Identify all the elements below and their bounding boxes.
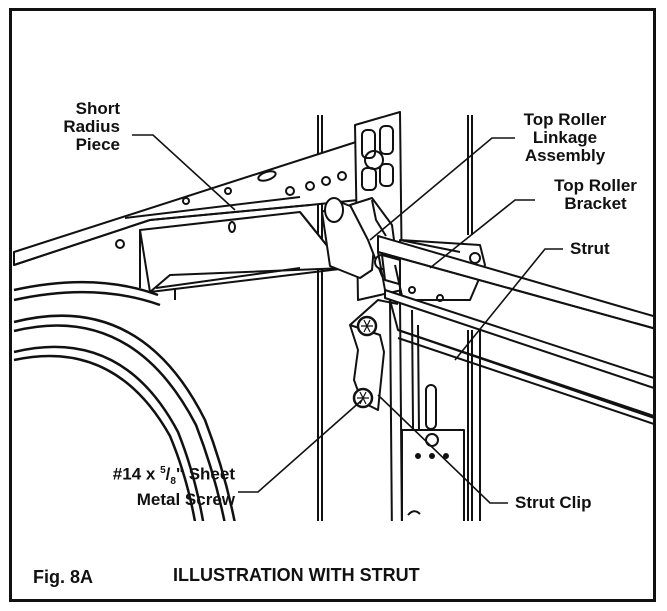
label-short-radius-piece-line1: Short	[75, 99, 120, 118]
label-short-radius-piece: Short Radius Piece	[40, 100, 120, 154]
leader-linkage	[369, 137, 515, 241]
figure-number: Fig. 8A	[33, 567, 94, 587]
label-strut: Strut	[570, 239, 610, 258]
label-screw-line2: Metal Screw	[136, 490, 235, 510]
strut	[377, 235, 653, 425]
label-strut-clip: Strut Clip	[515, 493, 592, 512]
leader-short-radius	[132, 134, 236, 211]
curved-track	[13, 280, 236, 521]
leader-bracket	[429, 199, 535, 269]
leader-strut-clip	[377, 394, 508, 504]
figure-frame	[9, 8, 656, 602]
label-screw-fraction-num: 5	[160, 465, 166, 476]
label-top-roller-bracket: Top Roller Bracket	[538, 177, 653, 213]
label-bracket-line2: Bracket	[564, 194, 627, 213]
leader-strut	[454, 248, 563, 361]
label-screw-suffix: " Sheet	[175, 464, 235, 484]
label-short-radius-piece-line2: Radius	[63, 117, 120, 136]
label-screw-fraction-den: 8	[170, 476, 176, 488]
label-bracket-line1: Top Roller	[554, 176, 637, 195]
label-linkage-line1: Top Roller	[523, 110, 607, 129]
short-radius-piece	[13, 141, 359, 300]
label-short-radius-piece-line3: Piece	[75, 135, 120, 154]
sheet-metal-screws	[352, 315, 378, 409]
label-screw-prefix: #14 x	[112, 464, 161, 484]
label-sheet-metal-screw: #14 x 5/8" Sheet Metal Screw	[22, 462, 235, 509]
label-screw-line1: #14 x 5/8" Sheet	[112, 464, 235, 488]
label-linkage-line3: Assembly	[524, 146, 606, 165]
leader-screw	[238, 399, 363, 493]
leader-lines	[132, 134, 563, 504]
label-linkage-line2: Linkage	[532, 128, 598, 147]
figure-title: ILLUSTRATION WITH STRUT	[173, 565, 420, 585]
strut-clip	[349, 299, 399, 411]
label-top-roller-linkage-assembly: Top Roller Linkage Assembly	[510, 111, 620, 165]
